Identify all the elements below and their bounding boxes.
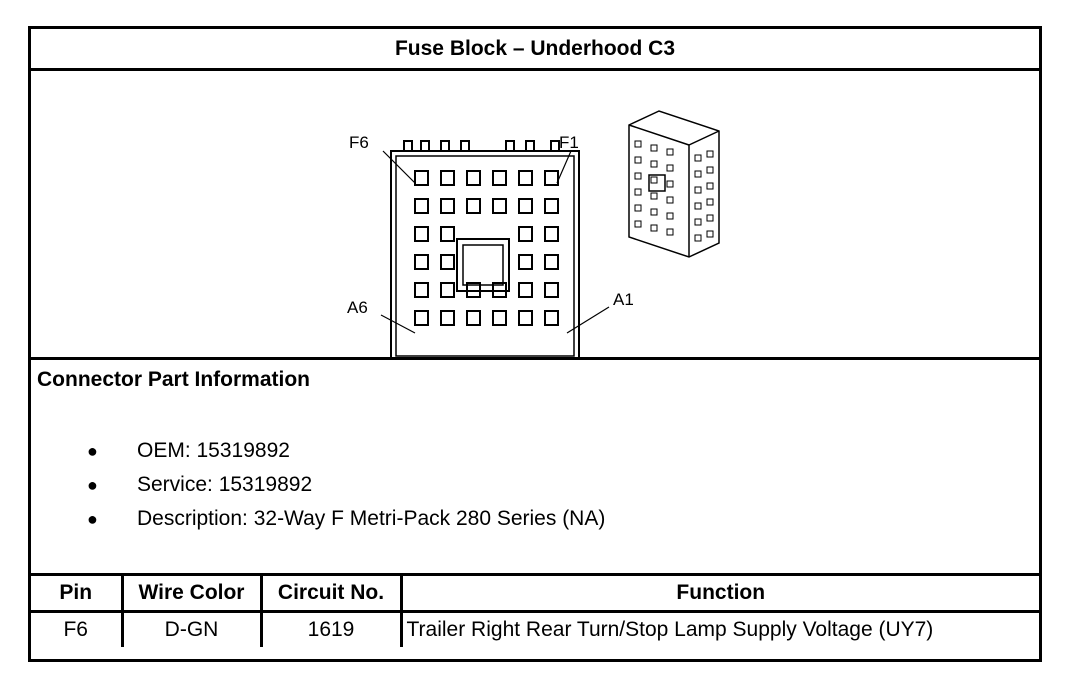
terminal-cavity xyxy=(440,254,455,270)
iso-terminal-cavity xyxy=(666,148,674,156)
terminal-cavity xyxy=(492,198,507,214)
iso-terminal-cavity xyxy=(634,172,642,180)
connector-info-list: ● OEM: 15319892 ● Service: 15319892 ● Descr… xyxy=(31,434,605,536)
oem-part-number: OEM: 15319892 xyxy=(137,439,290,462)
connector-diagram-panel: F6 F1 A6 A1 xyxy=(31,71,1039,360)
iso-terminal-cavity xyxy=(706,198,714,206)
header-wire-color: Wire Color xyxy=(120,576,263,613)
iso-terminal-cavity xyxy=(650,176,658,184)
terminal-cavity xyxy=(544,226,559,242)
iso-terminal-cavity xyxy=(666,180,674,188)
terminal-cavity xyxy=(492,282,507,298)
connector-sheet: Fuse Block – Underhood C3 xyxy=(28,26,1042,662)
connector-description: Description: 32-Way F Metri-Pack 280 Ser… xyxy=(137,507,606,530)
iso-terminal-cavity xyxy=(634,140,642,148)
service-part-number: Service: 15319892 xyxy=(137,473,313,496)
iso-terminal-cavity xyxy=(650,192,658,200)
terminal-cavity xyxy=(518,226,533,242)
connector-info-heading: Connector Part Information xyxy=(37,368,311,391)
list-item: ● OEM: 15319892 xyxy=(31,434,605,468)
terminal-cavity xyxy=(440,170,455,186)
iso-terminal-cavity xyxy=(694,202,702,210)
iso-terminal-cavity xyxy=(706,230,714,238)
terminal-cavity xyxy=(544,170,559,186)
terminal-cavity xyxy=(518,170,533,186)
terminal-cavity xyxy=(492,310,507,326)
cell-function: Trailer Right Rear Turn/Stop Lamp Supply… xyxy=(399,610,1039,647)
terminal-cavity xyxy=(518,254,533,270)
terminal-cavity xyxy=(466,198,481,214)
pin-table: Pin Wire Color Circuit No. Function F6 D… xyxy=(31,576,1039,647)
label-a6: A6 xyxy=(347,298,368,317)
iso-terminal-cavity xyxy=(694,170,702,178)
list-item: ● Description: 32-Way F Metri-Pack 280 Se… xyxy=(31,502,605,536)
connector-face-drawing: F6 F1 A6 A1 xyxy=(347,110,720,357)
terminal-cavity xyxy=(440,226,455,242)
iso-terminal-cavity xyxy=(666,212,674,220)
header-circuit: Circuit No. xyxy=(259,576,403,613)
iso-terminal-cavity xyxy=(694,154,702,162)
terminal-cavity xyxy=(518,198,533,214)
terminal-cavity xyxy=(414,170,429,186)
iso-terminal-cavity xyxy=(666,164,674,172)
terminal-cavity xyxy=(440,198,455,214)
terminal-cavity xyxy=(466,310,481,326)
terminal-cavity xyxy=(466,282,481,298)
label-f1: F1 xyxy=(559,133,579,152)
connector-part-information: Connector Part Information ● OEM: 1531989… xyxy=(31,360,1039,576)
iso-terminal-cavity xyxy=(650,224,658,232)
iso-terminal-cavity xyxy=(694,218,702,226)
header-pin: Pin xyxy=(31,576,124,613)
connector-body-outline xyxy=(390,150,580,357)
terminal-cavity xyxy=(544,282,559,298)
terminal-cavity xyxy=(414,310,429,326)
iso-terminal-cavity xyxy=(634,220,642,228)
iso-terminal-cavity xyxy=(650,160,658,168)
iso-terminal-cavity xyxy=(706,214,714,222)
iso-terminal-cavity xyxy=(666,196,674,204)
connector-body-inner xyxy=(395,155,575,357)
terminal-cavity xyxy=(414,198,429,214)
pin-table-header: Pin Wire Color Circuit No. Function xyxy=(31,576,1039,613)
terminal-cavity xyxy=(466,170,481,186)
bullet-icon: ● xyxy=(87,475,98,495)
iso-terminal-cavity xyxy=(650,208,658,216)
terminal-cavity xyxy=(440,310,455,326)
terminal-cavity xyxy=(414,226,429,242)
iso-terminal-cavity xyxy=(650,144,658,152)
label-a1: A1 xyxy=(613,290,634,309)
terminal-cavity xyxy=(492,170,507,186)
terminal-cavity xyxy=(414,254,429,270)
cell-pin: F6 xyxy=(31,610,124,647)
bullet-icon: ● xyxy=(87,441,98,461)
iso-terminal-cavity xyxy=(694,186,702,194)
terminal-cavity xyxy=(544,310,559,326)
iso-terminal-cavity xyxy=(634,156,642,164)
bullet-icon: ● xyxy=(87,509,98,529)
sheet-title: Fuse Block – Underhood C3 xyxy=(31,29,1039,71)
cell-circuit: 1619 xyxy=(259,610,403,647)
cell-wire-color: D-GN xyxy=(120,610,263,647)
iso-terminal-cavity xyxy=(694,234,702,242)
iso-terminal-cavity xyxy=(706,182,714,190)
terminal-cavity xyxy=(518,310,533,326)
table-row: F6 D-GN 1619 Trailer Right Rear Turn/Sto… xyxy=(31,610,1039,647)
iso-terminal-cavity xyxy=(634,188,642,196)
list-item: ● Service: 15319892 xyxy=(31,468,605,502)
terminal-cavity xyxy=(544,198,559,214)
label-f6: F6 xyxy=(349,133,369,152)
iso-terminal-cavity xyxy=(706,150,714,158)
iso-terminal-cavity xyxy=(706,166,714,174)
terminal-cavity xyxy=(544,254,559,270)
terminal-cavity xyxy=(440,282,455,298)
iso-terminal-cavity xyxy=(634,204,642,212)
connector-iso-view xyxy=(628,110,720,258)
terminal-cavity xyxy=(414,282,429,298)
header-function: Function xyxy=(399,576,1039,613)
terminal-cavity xyxy=(518,282,533,298)
center-key-block xyxy=(456,238,510,292)
iso-terminal-cavity xyxy=(666,228,674,236)
